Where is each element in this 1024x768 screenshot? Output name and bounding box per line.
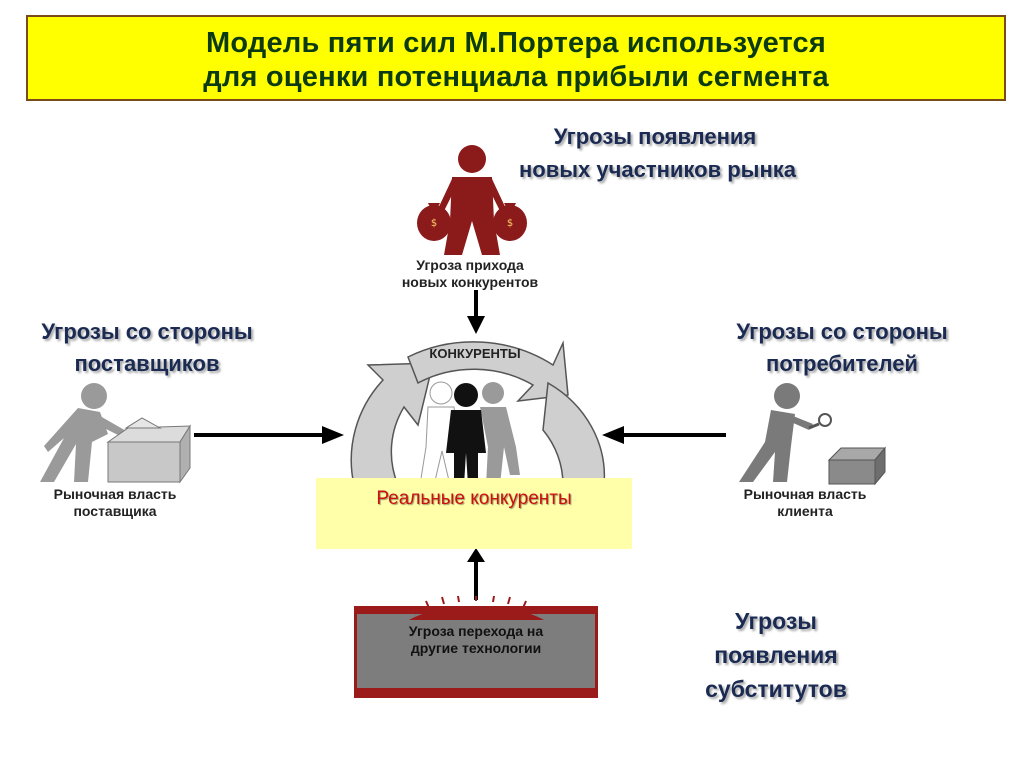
new-competitors-line-1: Угроза прихода — [416, 257, 524, 273]
title-banner: Модель пяти сил М.Портера используется д… — [26, 15, 1006, 101]
arrow-down-head — [467, 316, 485, 334]
arrow-up-head — [467, 548, 485, 562]
threat-substitutes-heading: Угрозы появления субститутов — [676, 604, 876, 706]
threat-suppliers-line-1: Угрозы со стороны — [41, 319, 253, 344]
client-power-line-2: клиента — [777, 503, 833, 519]
new-entrant-icon: $ $ — [417, 145, 527, 255]
supplier-power-caption: Рыночная власть поставщика — [0, 486, 230, 520]
client-power-line-1: Рыночная власть — [743, 486, 867, 502]
money-bag-left-symbol: $ — [431, 218, 437, 229]
threat-new-entrants-heading: Угрозы появления новых участников рынка — [490, 120, 820, 186]
threat-new-entrants-line-2: новых участников рынка — [518, 157, 796, 182]
title-line-1: Модель пяти сил М.Портера используется — [206, 27, 826, 59]
threat-buyers-heading: Угрозы со стороны потребителей — [692, 316, 992, 380]
arrow-left-head — [602, 426, 624, 444]
client-icon — [739, 383, 887, 485]
technology-shift-icon — [354, 596, 598, 698]
real-competitors-box: Реальные конкуренты — [316, 478, 632, 549]
supplier-icon — [40, 383, 191, 484]
money-bag-right-symbol: $ — [507, 218, 513, 229]
supplier-power-line-1: Рыночная власть — [53, 486, 177, 502]
client-power-caption: Рыночная власть клиента — [690, 486, 920, 520]
title-line-2: для оценки потенциала прибыли сегмента — [203, 61, 829, 93]
technology-caption: Угроза перехода на другие технологии — [354, 623, 598, 657]
threat-substitutes-line-3: субститутов — [705, 676, 847, 702]
threat-substitutes-line-1: Угрозы — [735, 608, 817, 634]
threat-new-entrants-line-1: Угрозы появления — [553, 124, 757, 149]
competitors-cycle-icon — [350, 340, 606, 485]
threat-buyers-line-2: потребителей — [766, 351, 918, 376]
magnifier-icon — [818, 413, 832, 427]
threat-suppliers-heading: Угрозы со стороны поставщиков — [0, 316, 294, 380]
technology-line-1: Угроза перехода на — [408, 623, 544, 639]
threat-buyers-line-1: Угрозы со стороны — [736, 319, 948, 344]
real-competitors-label: Реальные конкуренты — [376, 488, 572, 509]
threat-suppliers-line-2: поставщиков — [74, 351, 220, 376]
threat-substitutes-line-2: появления — [714, 642, 838, 668]
technology-line-2: другие технологии — [410, 640, 542, 656]
competitors-ring-label: КОНКУРЕНТЫ — [429, 346, 521, 361]
new-competitors-caption: Угроза прихода новых конкурентов — [350, 257, 590, 291]
new-competitors-line-2: новых конкурентов — [401, 274, 539, 290]
arrow-right-head — [322, 426, 344, 444]
supplier-power-line-2: поставщика — [73, 503, 157, 519]
